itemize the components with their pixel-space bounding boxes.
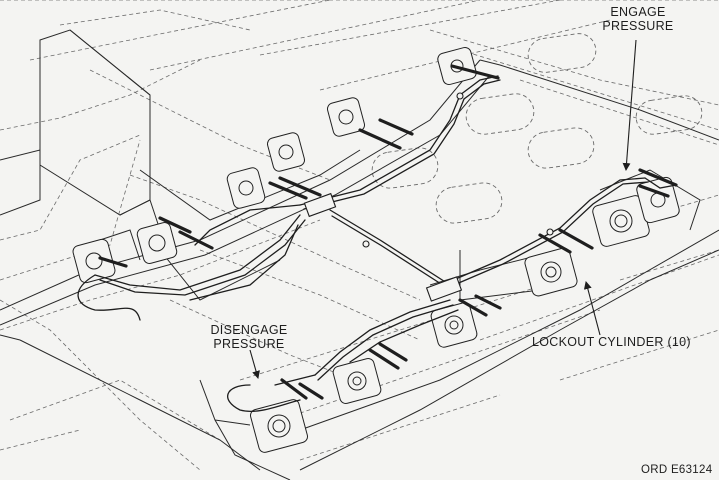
- lockout-cylinder: [72, 238, 116, 284]
- disengage-pressure-arrow: [249, 349, 260, 379]
- lockout-cylinder: [592, 195, 650, 247]
- disengage-label-line-2: PRESSURE: [213, 337, 285, 351]
- lockout-cylinder: [430, 302, 478, 348]
- lockout-cylinder: [326, 97, 366, 137]
- disengage-label-line-1: DISENGAGE: [210, 323, 288, 337]
- hull-frame: [0, 29, 719, 480]
- callout-arrows: [249, 39, 637, 379]
- lockout-cylinder: [226, 167, 266, 209]
- floor-openings: [371, 33, 703, 224]
- engage-pressure-label: ENGAGE PRESSURE: [600, 5, 676, 33]
- engage-pressure-lines: [299, 75, 677, 295]
- disengage-pressure-label: DISENGAGE PRESSURE: [206, 323, 292, 351]
- disengage-pressure-lines: [77, 204, 459, 412]
- lockout-cylinder: [136, 222, 178, 264]
- lockout-cylinder: [250, 399, 308, 453]
- figure-code: ORD E63124: [641, 464, 713, 476]
- engage-label-line-1: ENGAGE: [610, 5, 666, 19]
- lockout-cylinder: [332, 358, 382, 404]
- lockout-cylinder-arrow: [583, 281, 601, 336]
- junction-blocks: [303, 92, 554, 302]
- lockout-cylinder-label: LOCKOUT CYLINDER (10): [532, 335, 691, 349]
- lockout-cylinders: [72, 46, 680, 453]
- engage-pressure-arrow: [622, 39, 637, 171]
- lockout-cylinder: [524, 247, 578, 297]
- engage-label-line-2: PRESSURE: [602, 19, 674, 33]
- lockout-cylinder: [266, 132, 306, 172]
- hose-fittings: [98, 64, 678, 400]
